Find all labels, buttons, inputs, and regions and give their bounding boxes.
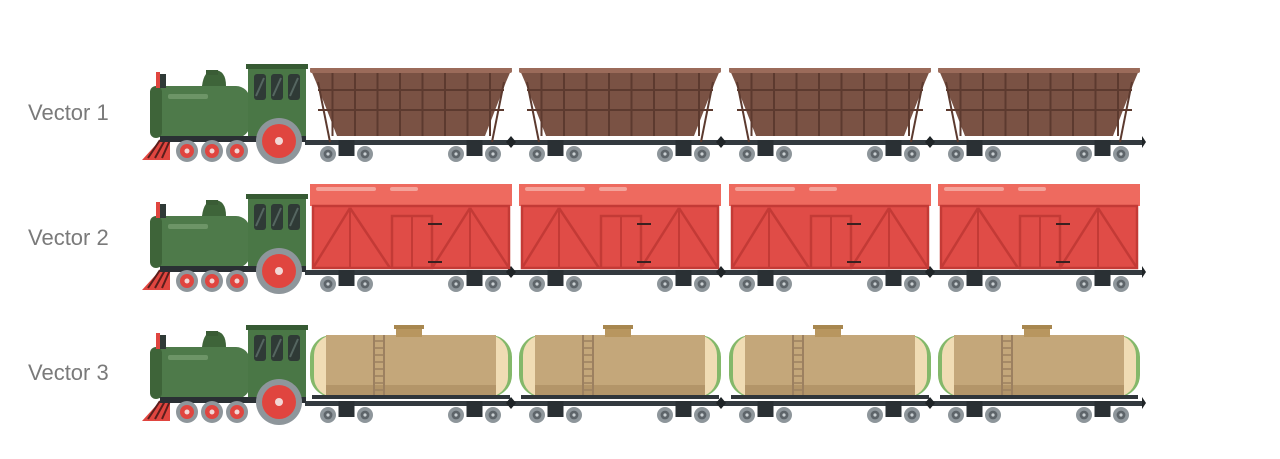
locomotive-2 bbox=[142, 194, 308, 294]
boxcar-car-2-2 bbox=[519, 184, 721, 292]
boxcar-car-2-1 bbox=[310, 184, 512, 292]
row-label-3: Vector 3 bbox=[28, 360, 109, 385]
hopper-car-1-2 bbox=[519, 68, 721, 162]
locomotive-3 bbox=[142, 325, 308, 425]
boxcar-car-2-4 bbox=[938, 184, 1140, 292]
tank-car-3-1 bbox=[310, 325, 512, 423]
row-label-2: Vector 2 bbox=[28, 225, 109, 250]
train-row-2 bbox=[305, 184, 1146, 292]
hopper-car-1-4 bbox=[938, 68, 1140, 162]
boxcar-car-2-3 bbox=[729, 184, 931, 292]
locomotive-1 bbox=[142, 64, 308, 164]
row-label-1: Vector 1 bbox=[28, 100, 109, 125]
hopper-car-1-1 bbox=[310, 68, 512, 162]
tank-car-3-2 bbox=[519, 325, 721, 423]
hopper-car-1-3 bbox=[729, 68, 931, 162]
train-row-1 bbox=[305, 68, 1146, 162]
tank-car-3-4 bbox=[938, 325, 1140, 423]
tank-car-3-3 bbox=[729, 325, 931, 423]
train-row-3 bbox=[305, 325, 1146, 423]
